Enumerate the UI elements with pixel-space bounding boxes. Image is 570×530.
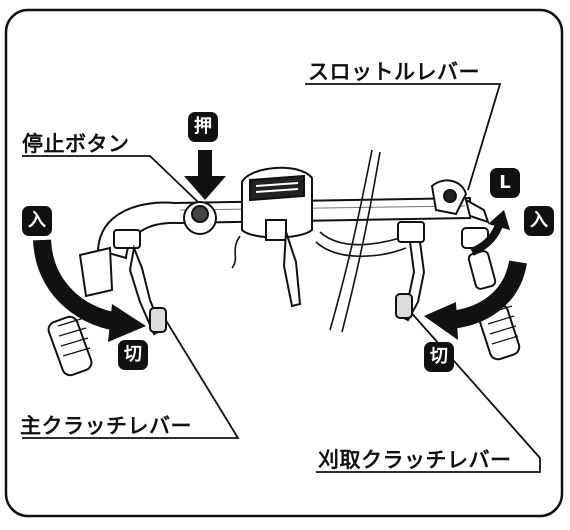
reaper-clutch-lever-label: 刈取クラッチレバー bbox=[318, 448, 512, 472]
left-rotation-arrow bbox=[33, 239, 146, 342]
stop-button-drawing bbox=[183, 201, 217, 235]
in-badge-left: 入 bbox=[22, 206, 52, 236]
throttle-lever-drawing bbox=[430, 179, 490, 224]
main-clutch-lever-label: 主クラッチレバー bbox=[20, 414, 192, 438]
right-grip bbox=[461, 227, 521, 361]
off-badge-left: 切 bbox=[118, 340, 148, 370]
reaper-clutch-lever-drawing bbox=[395, 221, 426, 322]
stop-button-label: 停止ボタン bbox=[22, 132, 130, 156]
center-console bbox=[241, 166, 313, 308]
leader-lines bbox=[22, 83, 541, 473]
main-clutch-lever-drawing bbox=[113, 229, 167, 336]
in-badge-right: 入 bbox=[524, 206, 554, 236]
push-badge: 押 bbox=[188, 112, 218, 142]
throttle-lever-label: スロットルレバー bbox=[308, 60, 480, 84]
push-arrow bbox=[184, 150, 226, 200]
low-badge: L bbox=[490, 168, 520, 198]
cables bbox=[231, 149, 407, 333]
right-rotation-arrow bbox=[424, 260, 527, 340]
left-grip bbox=[47, 246, 114, 377]
off-badge-right: 切 bbox=[424, 342, 454, 372]
low-throttle-arrow bbox=[470, 210, 510, 256]
